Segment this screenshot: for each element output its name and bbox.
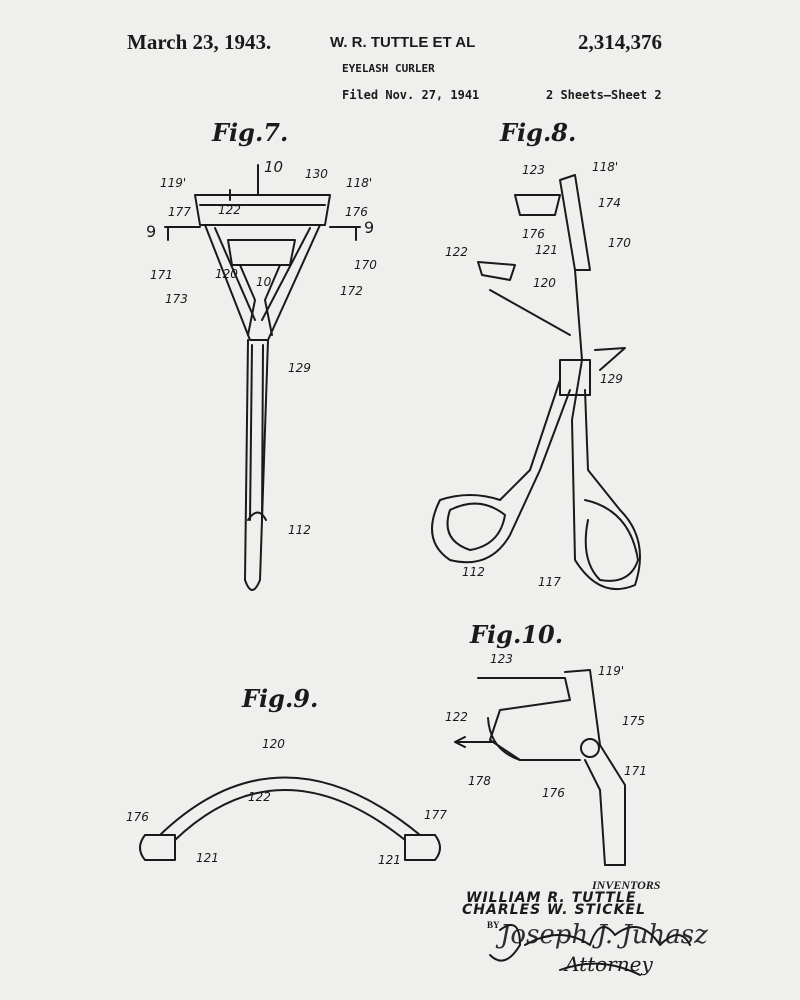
ref-numeral: 130 bbox=[305, 167, 328, 181]
fig9-drawing bbox=[139, 776, 441, 861]
patent-title: EYELASH CURLER bbox=[342, 62, 435, 75]
ref-numeral: 10 bbox=[256, 275, 272, 289]
ref-numeral: 122 bbox=[248, 790, 271, 804]
ref-numeral: 122 bbox=[445, 245, 468, 259]
patent-number: 2,314,376 bbox=[578, 30, 662, 54]
ref-numeral: 173 bbox=[165, 292, 188, 306]
fig8-drawing bbox=[431, 174, 641, 590]
ref-numeral: 171 bbox=[624, 764, 647, 778]
ref-numeral: 122 bbox=[218, 203, 241, 217]
ref-numeral: 9 bbox=[364, 218, 375, 237]
inventors-label: INVENTORS bbox=[592, 878, 661, 892]
ref-numeral: 9 bbox=[146, 222, 157, 241]
filed-date: Filed Nov. 27, 1941 bbox=[342, 88, 480, 102]
ref-numeral: 10 bbox=[264, 158, 284, 176]
patent-date: March 23, 1943. bbox=[127, 30, 272, 54]
attorney-signature-drawing bbox=[489, 924, 691, 976]
attorney-signature: Joseph J. Juhasz bbox=[500, 920, 708, 950]
ref-numeral: 175 bbox=[622, 714, 645, 728]
fig9-label: Fig.9. bbox=[242, 684, 319, 713]
ref-numeral: 120 bbox=[215, 267, 238, 281]
ref-numeral: 119' bbox=[160, 176, 187, 190]
ref-numeral: 120 bbox=[533, 276, 556, 290]
inventor-name: CHARLES W. STICKEL bbox=[462, 902, 646, 918]
fig7-drawing bbox=[164, 164, 361, 591]
attorney-label: Attorney bbox=[565, 952, 653, 976]
ref-numeral: 176 bbox=[522, 227, 545, 241]
ref-numeral: 122 bbox=[445, 710, 468, 724]
ref-numeral: 171 bbox=[150, 268, 173, 282]
ref-numeral: 112 bbox=[288, 523, 311, 537]
ref-numeral: 112 bbox=[462, 565, 485, 579]
ref-numeral: 129 bbox=[600, 372, 623, 386]
ref-numeral: 121 bbox=[378, 853, 401, 867]
sheet-count: 2 Sheets—Sheet 2 bbox=[546, 88, 662, 102]
ref-numeral: 176 bbox=[542, 786, 565, 800]
ref-numeral: 170 bbox=[354, 258, 377, 272]
fig10-label: Fig.10. bbox=[470, 620, 564, 649]
ref-numeral: 174 bbox=[598, 196, 621, 210]
ref-numeral: 117 bbox=[538, 575, 561, 589]
ref-numeral: 177 bbox=[424, 808, 447, 822]
ref-numeral: 123 bbox=[490, 652, 513, 666]
ref-numeral: 118' bbox=[346, 176, 373, 190]
ref-numeral: 118' bbox=[592, 160, 619, 174]
ref-numeral: 123 bbox=[522, 163, 545, 177]
fig8-label: Fig.8. bbox=[500, 118, 577, 147]
fig7-label: Fig.7. bbox=[212, 118, 289, 147]
ref-numeral: 176 bbox=[126, 810, 149, 824]
inventor-line: W. R. TUTTLE ET AL bbox=[330, 34, 476, 51]
ref-numeral: 172 bbox=[340, 284, 363, 298]
ref-numeral: 170 bbox=[608, 236, 631, 250]
ref-numeral: 176 bbox=[345, 205, 368, 219]
ref-numeral: 129 bbox=[288, 361, 311, 375]
ref-numeral: 177 bbox=[168, 205, 191, 219]
by-label: BY bbox=[487, 920, 500, 930]
ref-numeral: 121 bbox=[196, 851, 219, 865]
inventor-name: WILLIAM R. TUTTLE bbox=[466, 890, 637, 906]
ref-numeral: 121 bbox=[535, 243, 558, 257]
ref-numeral: 120 bbox=[262, 737, 285, 751]
ref-numeral: 119' bbox=[598, 664, 625, 678]
fig10-drawing bbox=[454, 669, 626, 866]
ref-numeral: 178 bbox=[468, 774, 491, 788]
